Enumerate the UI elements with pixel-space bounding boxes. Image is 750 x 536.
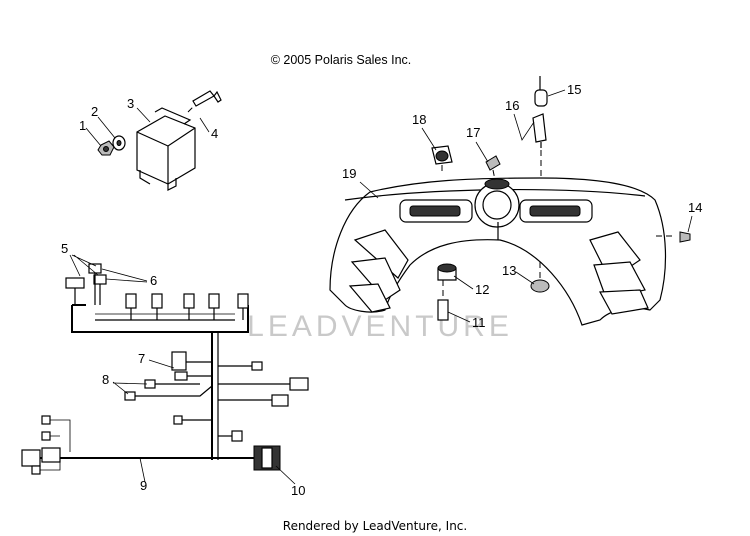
callout-19: 19 — [342, 166, 356, 181]
callout-14: 14 — [688, 200, 702, 215]
front-dash-panel — [329, 177, 667, 326]
callout-13: 13 — [502, 263, 516, 278]
callout-8: 8 — [102, 372, 109, 387]
callout-2: 2 — [91, 104, 98, 119]
callout-3: 3 — [127, 96, 134, 111]
callout-15: 15 — [567, 82, 581, 97]
callout-11: 11 — [472, 315, 486, 330]
leader-lines — [69, 89, 693, 485]
callout-12: 12 — [475, 282, 489, 297]
pin-part — [437, 280, 449, 321]
plug-part — [437, 263, 457, 281]
callout-9: 9 — [140, 478, 147, 493]
cap-part — [530, 262, 550, 293]
callout-10: 10 — [291, 483, 305, 498]
copyright-text: © 2005 Polaris Sales Inc. — [271, 53, 412, 67]
indicator-bulb-part — [532, 76, 548, 178]
relay-module-part — [136, 107, 196, 191]
grommet-part — [431, 145, 453, 175]
bolt-part — [187, 90, 222, 113]
callout-4: 4 — [211, 126, 218, 141]
callout-17: 17 — [466, 125, 480, 140]
callout-16: 16 — [505, 98, 519, 113]
washer-part — [112, 135, 126, 151]
callout-7: 7 — [138, 351, 145, 366]
watermark-text: LEADVENTURE — [247, 310, 513, 343]
callout-1: 1 — [79, 118, 86, 133]
callout-5: 5 — [61, 241, 68, 256]
screw-part — [485, 155, 501, 181]
wiring-harness — [21, 263, 309, 475]
nut-part — [97, 140, 115, 156]
callout-18: 18 — [412, 112, 426, 127]
footer-text: Rendered by LeadVenture, Inc. — [283, 519, 467, 533]
side-screw-part — [656, 231, 691, 243]
callout-6: 6 — [150, 273, 157, 288]
